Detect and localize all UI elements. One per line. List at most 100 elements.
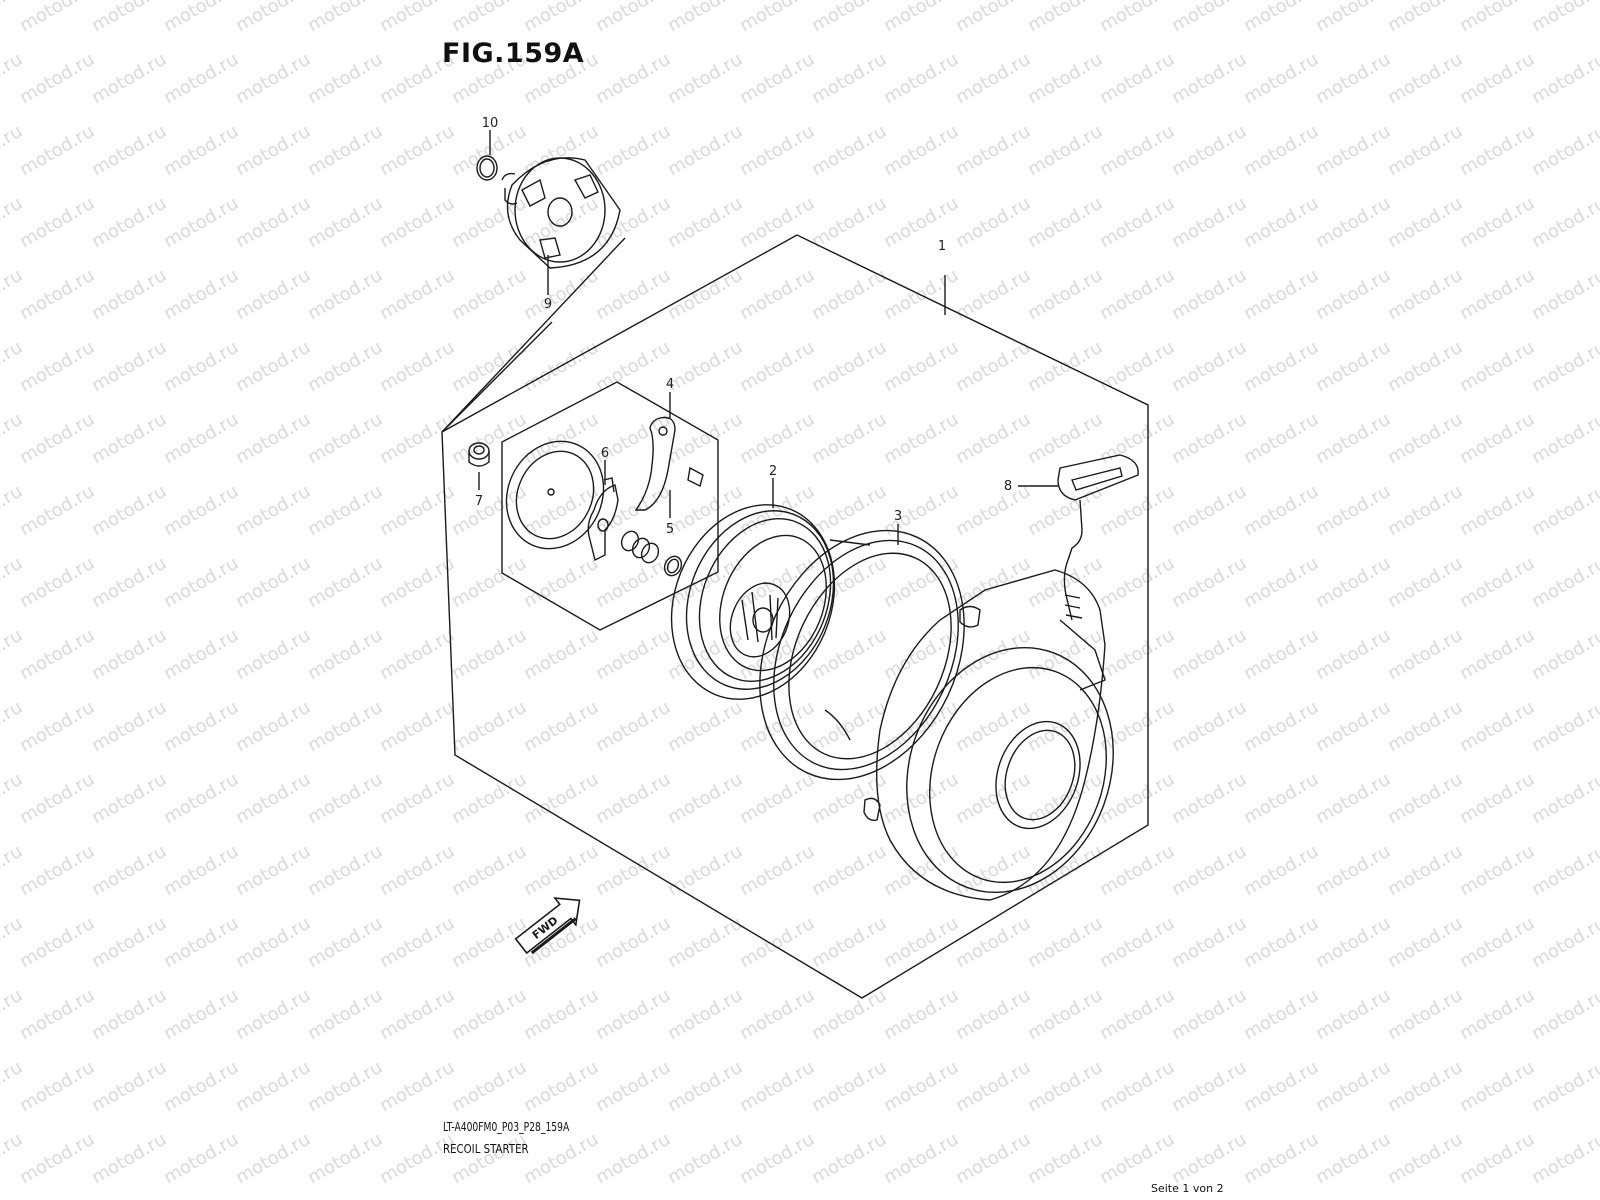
watermark-text: motod.ru [664,49,746,108]
watermark-text: motod.ru [1384,265,1466,324]
o-ring-inner [479,158,495,178]
watermark-text: motod.ru [520,1129,602,1188]
watermark-text: motod.ru [1528,625,1600,684]
watermark-text: motod.ru [160,481,242,540]
watermark-text: motod.ru [1024,121,1106,180]
watermark-text: motod.ru [1024,913,1106,972]
watermark-text: motod.ru [1528,1129,1600,1188]
watermark-text: motod.ru [1384,121,1466,180]
fwd-arrow-icon: FWD [514,897,581,955]
watermark-text: motod.ru [1528,337,1600,396]
starter-housing-part [863,569,1114,901]
watermark-text: motod.ru [1312,121,1394,180]
watermark-text: motod.ru [304,121,386,180]
watermark-text: motod.ru [808,0,890,36]
watermark-text: motod.ru [376,697,458,756]
watermark-text: motod.ru [1456,0,1538,36]
watermark-text: motod.ru [520,841,602,900]
watermark-text: motod.ru [1240,1057,1322,1116]
watermark-text: motod.ru [736,49,818,108]
watermark-text: motod.ru [1168,625,1250,684]
watermark-text: motod.ru [520,193,602,252]
watermark-text: motod.ru [1240,769,1322,828]
watermark-text: motod.ru [1168,265,1250,324]
watermark-text: motod.ru [1384,481,1466,540]
watermark-text: motod.ru [304,769,386,828]
watermark-text: motod.ru [1168,913,1250,972]
watermark-text: motod.ru [1096,985,1178,1044]
watermark-text: motod.ru [1456,769,1538,828]
callout-7: 7 [475,494,483,509]
watermark-text: motod.ru [1528,1057,1600,1116]
watermark-text: motod.ru [1096,769,1178,828]
watermark-text: motod.ru [1312,409,1394,468]
watermark-text: motod.ru [592,0,674,36]
watermark-text: motod.ru [232,49,314,108]
watermark-text: motod.ru [664,0,746,36]
watermark-text: motod.ru [1024,0,1106,36]
leader-9-box [441,321,553,433]
watermark-text: motod.ru [520,265,602,324]
watermark-text: motod.ru [304,409,386,468]
watermark-text: motod.ru [1312,553,1394,612]
watermark-text: motod.ru [1240,265,1322,324]
watermark-text: motod.ru [304,481,386,540]
watermark-text: motod.ru [160,625,242,684]
watermark-text: motod.ru [1456,913,1538,972]
watermark-text: motod.ru [232,769,314,828]
watermark-text: motod.ru [304,697,386,756]
reel-part [670,504,871,700]
watermark-text: motod.ru [1312,841,1394,900]
watermark-text: motod.ru [1528,409,1600,468]
watermark-text: motod.ru [808,409,890,468]
watermark-text: motod.ru [376,985,458,1044]
watermark-text: motod.ru [520,0,602,36]
watermark-text: motod.ru [1168,337,1250,396]
watermark-text: motod.ru [1456,841,1538,900]
watermark-text: motod.ru [808,49,890,108]
watermark-text: motod.ru [1384,1129,1466,1188]
watermark-text: motod.ru [160,769,242,828]
watermark-text: motod.ru [16,265,98,324]
page-indicator: Seite 1 von 2 [1151,1182,1224,1195]
watermark-text: motod.ru [376,553,458,612]
watermark-text: motod.ru [376,337,458,396]
watermark-text: motod.ru [1024,985,1106,1044]
watermark-text: motod.ru [592,985,674,1044]
watermark-text: motod.ru [376,193,458,252]
watermark-text: motod.ru [1096,193,1178,252]
watermark-text: motod.ru [376,841,458,900]
watermark-text: motod.ru [1456,121,1538,180]
watermark-text: motod.ru [952,913,1034,972]
watermark-text: motod.ru [448,841,530,900]
watermark-text: motod.ru [1528,769,1600,828]
watermark-text: motod.ru [304,49,386,108]
watermark-text: motod.ru [952,0,1034,36]
watermark-text: motod.ru [664,337,746,396]
watermark-text: motod.ru [520,1057,602,1116]
watermark-text: motod.ru [520,769,602,828]
callout-5: 5 [666,522,674,537]
watermark-text: motod.ru [1024,841,1106,900]
watermark-text: motod.ru [1528,121,1600,180]
watermark-text: motod.ru [880,337,962,396]
watermark-text: motod.ru [1528,985,1600,1044]
watermark-text: motod.ru [1240,913,1322,972]
watermark-text: motod.ru [16,1057,98,1116]
watermark-text: motod.ru [1384,913,1466,972]
watermark-text: motod.ru [160,841,242,900]
watermark-text: motod.ru [1168,769,1250,828]
watermark-text: motod.ru [1096,0,1178,36]
watermark-text: motod.ru [1528,697,1600,756]
watermark-text: motod.ru [1312,481,1394,540]
callout-6: 6 [601,446,609,461]
watermark-text: motod.ru [1096,913,1178,972]
watermark-text: motod.ru [160,697,242,756]
watermark-text: motod.ru [232,985,314,1044]
watermark-text: motod.ru [160,337,242,396]
watermark-text: motod.ru [1384,985,1466,1044]
watermark-text: motod.ru [88,841,170,900]
watermark-text: motod.ru [88,697,170,756]
watermark-text: motod.ru [1024,481,1106,540]
watermark-text: motod.ru [1240,409,1322,468]
